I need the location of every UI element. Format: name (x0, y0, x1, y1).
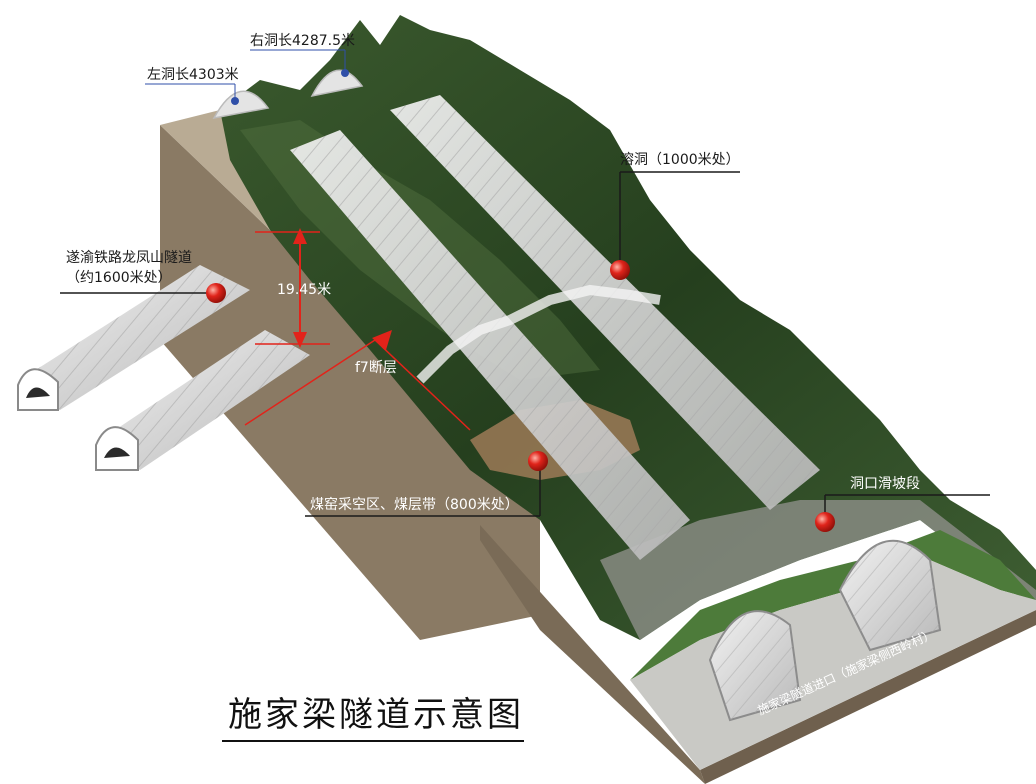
height-arrow-up (293, 228, 307, 244)
railway-tunnel-upper-hole (26, 387, 50, 398)
railway-tunnel-upper-ribs (20, 265, 250, 410)
marker-karst-cave (610, 260, 630, 280)
block-front-face (480, 525, 705, 784)
fault-red-line (244, 339, 376, 426)
fault-red-line-2 (374, 339, 471, 431)
landslide-label: 洞口滑坡段 (850, 475, 920, 492)
left-main-tunnel-ribs (290, 130, 690, 560)
railway-tunnel-label-2: （约1600米处） (66, 270, 172, 286)
left-portal-arch (212, 90, 270, 120)
marker-landslide (815, 512, 835, 532)
railway-tunnel-lower-hole (104, 447, 130, 458)
fault-label: f7断层 (355, 360, 397, 376)
fault-marker (372, 330, 392, 350)
left-tunnel-length-label: 左洞长4303米 (147, 67, 239, 83)
height-difference-label: 19.45米 (277, 282, 331, 298)
right-tunnel-length-label: 右洞长4287.5米 (250, 33, 355, 49)
goaf-label: 煤窑采空区、煤层带（800米处） (310, 496, 519, 513)
marker-right-portal (341, 69, 349, 77)
diagram-title: 施家梁隧道示意图 (228, 695, 524, 735)
right-main-tunnel-ribs (390, 95, 820, 510)
block-left-face (160, 125, 540, 640)
block-right-face (700, 610, 1036, 784)
railway-tunnel-lower-ribs (100, 330, 310, 470)
height-arrow-down (293, 332, 307, 348)
marker-goaf (528, 451, 548, 471)
portal-arch-right-ribs (840, 540, 940, 650)
portal-arch-left-ribs (710, 611, 800, 720)
fault-crack (416, 284, 661, 384)
right-portal-arch (310, 69, 364, 98)
railway-tunnel-label-1: 遂渝铁路龙凤山隧道 (66, 250, 192, 266)
terrain-gray-rock (600, 500, 1036, 640)
karst-cave-label: 溶洞（1000米处） (620, 152, 740, 168)
marker-left-portal (231, 97, 239, 105)
marker-railway-tunnel (206, 283, 226, 303)
